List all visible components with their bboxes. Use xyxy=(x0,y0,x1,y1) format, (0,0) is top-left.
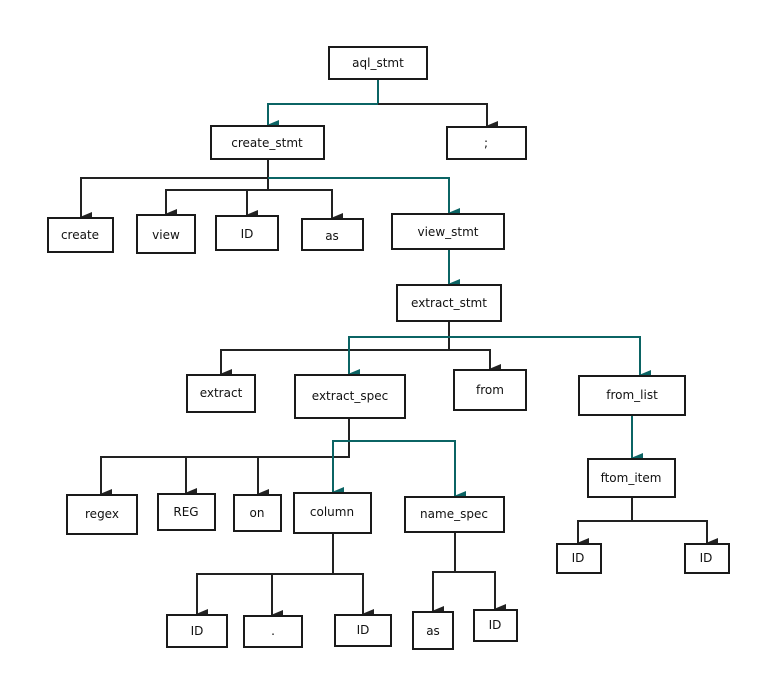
svg-text:from_list: from_list xyxy=(606,388,658,402)
node-regex: regex xyxy=(66,494,138,535)
node-aql-stmt: aql_stmt xyxy=(328,46,428,80)
svg-text:regex: regex xyxy=(85,507,119,521)
edge-extract-stmt-to-from xyxy=(449,349,501,374)
node-id-item-left: ID xyxy=(556,543,602,574)
node-id-column-left: ID xyxy=(166,614,228,648)
svg-text:column: column xyxy=(310,505,354,519)
svg-text:.: . xyxy=(271,624,275,638)
node-from: from xyxy=(453,369,527,411)
edge-create-stmt-to-view-stmt xyxy=(268,177,460,218)
node-id-item-right: ID xyxy=(684,543,730,574)
svg-text:ID: ID xyxy=(357,623,370,637)
svg-text:ID: ID xyxy=(191,624,204,638)
edge-aql-to-semicolon xyxy=(378,103,498,131)
node-view-stmt: view_stmt xyxy=(391,213,505,250)
edge-ftom-item-to-id-right xyxy=(632,520,718,548)
svg-text:ID: ID xyxy=(572,551,585,565)
node-extract-spec: extract_spec xyxy=(294,374,406,419)
svg-text:create: create xyxy=(61,228,99,242)
edge-name-spec-to-id xyxy=(455,571,506,614)
svg-text:ID: ID xyxy=(241,227,254,241)
svg-text:REG: REG xyxy=(173,505,198,519)
edge-aql-to-create-stmt xyxy=(267,80,379,130)
svg-text:aql_stmt: aql_stmt xyxy=(352,56,404,70)
edge-extract-stmt-to-extract-spec xyxy=(348,336,449,379)
svg-text:view: view xyxy=(152,228,180,242)
edge-create-stmt-to-id xyxy=(246,189,268,220)
node-reg: REG xyxy=(157,493,216,531)
svg-text:view_stmt: view_stmt xyxy=(418,225,479,239)
edges xyxy=(80,80,718,620)
svg-text:as: as xyxy=(426,624,440,638)
node-id-name: ID xyxy=(473,609,518,642)
svg-text:on: on xyxy=(250,506,265,520)
svg-text:create_stmt: create_stmt xyxy=(231,136,303,150)
edge-column-to-id-right xyxy=(333,573,374,619)
svg-text:name_spec: name_spec xyxy=(420,507,488,521)
edge-name-spec-to-as xyxy=(432,533,456,616)
edge-extract-spec-to-name-spec xyxy=(349,440,466,501)
edge-column-to-id-left xyxy=(196,534,334,619)
edge-extract-spec-to-column xyxy=(332,440,349,497)
svg-text:as: as xyxy=(325,229,339,243)
edge-create-stmt-to-view xyxy=(165,178,269,219)
node-name-spec: name_spec xyxy=(404,496,505,533)
edge-create-stmt-to-as xyxy=(268,189,343,223)
node-from-list: from_list xyxy=(578,375,686,416)
edge-extract-spec-to-regex xyxy=(100,419,350,499)
node-as-name: as xyxy=(412,611,454,650)
node-column: column xyxy=(293,492,372,534)
svg-text:extract: extract xyxy=(200,386,243,400)
node-create-stmt: create_stmt xyxy=(210,125,325,160)
nodes: aql_stmt ; create_stmt create view ID as xyxy=(47,46,730,650)
node-ftom-item: ftom_item xyxy=(587,458,676,498)
svg-text:ftom_item: ftom_item xyxy=(601,471,662,485)
svg-text:from: from xyxy=(476,383,504,397)
node-as-create: as xyxy=(301,218,364,251)
edge-ftom-item-to-id-left xyxy=(577,498,633,548)
svg-text:extract_stmt: extract_stmt xyxy=(411,296,487,310)
svg-text:extract_spec: extract_spec xyxy=(312,389,388,403)
node-id-create: ID xyxy=(215,215,279,251)
edge-extract-stmt-to-from-list xyxy=(449,336,651,380)
node-dot: . xyxy=(243,615,303,648)
edge-create-stmt-to-create xyxy=(80,160,269,222)
svg-text:;: ; xyxy=(484,136,488,150)
node-create: create xyxy=(47,217,114,253)
edge-extract-stmt-to-extract xyxy=(220,321,450,379)
node-extract: extract xyxy=(186,374,256,413)
node-semicolon: ; xyxy=(446,126,527,160)
node-extract-stmt: extract_stmt xyxy=(396,284,502,322)
svg-text:ID: ID xyxy=(700,551,713,565)
node-view: view xyxy=(136,214,196,254)
node-id-column-right: ID xyxy=(334,614,392,647)
node-on: on xyxy=(233,494,282,532)
svg-text:ID: ID xyxy=(489,618,502,632)
